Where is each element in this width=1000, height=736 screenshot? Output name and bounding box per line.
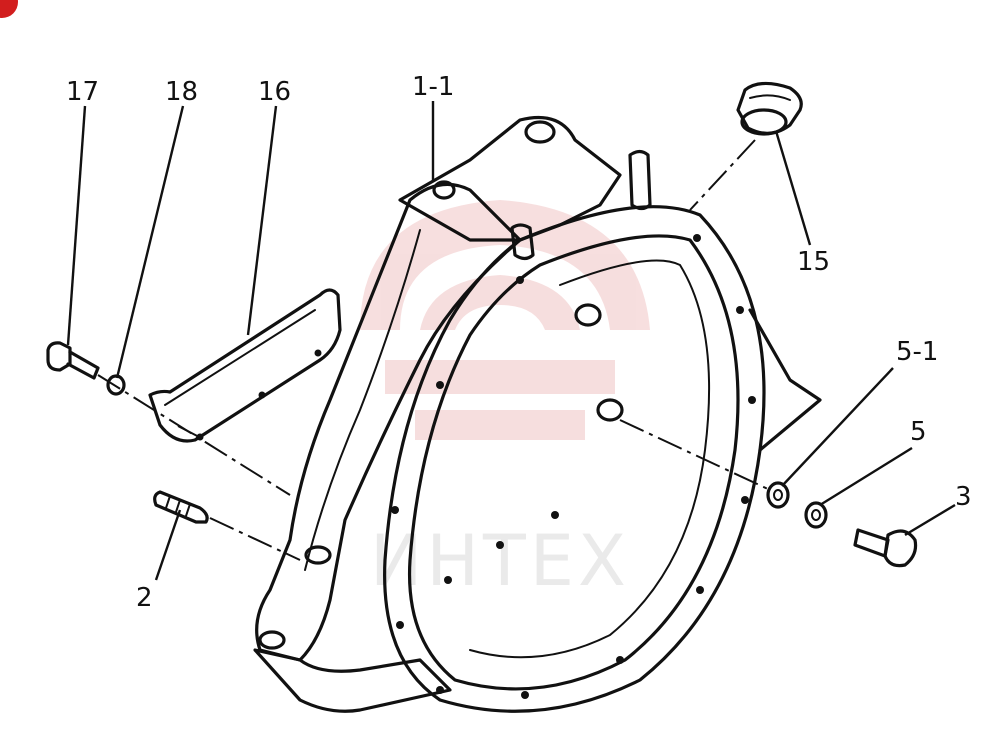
washer-5-1	[766, 481, 790, 509]
flywheel-housing	[253, 115, 822, 713]
bolt-3	[853, 528, 918, 568]
callout-2: 2	[136, 583, 153, 613]
stud-2	[153, 490, 209, 524]
washer-18	[106, 374, 126, 396]
plug-15	[736, 81, 803, 136]
assembly-centerlines	[97, 139, 771, 561]
washer-5	[804, 501, 828, 529]
callout-15: 15	[797, 247, 830, 277]
callout-5: 5	[910, 417, 927, 447]
callout-5-1: 5-1	[896, 337, 938, 367]
callout-labels: 17 18 16 1-1 15 5-1 5 3 2	[66, 72, 972, 613]
corner-marker	[0, 0, 18, 18]
cover-plate	[148, 288, 342, 443]
callout-17: 17	[66, 77, 99, 107]
bolt-17	[46, 341, 100, 380]
callout-1-1: 1-1	[412, 72, 454, 102]
callout-3: 3	[955, 482, 972, 512]
callout-18: 18	[165, 77, 198, 107]
leader-lines	[66, 101, 956, 581]
callout-16: 16	[258, 77, 291, 107]
